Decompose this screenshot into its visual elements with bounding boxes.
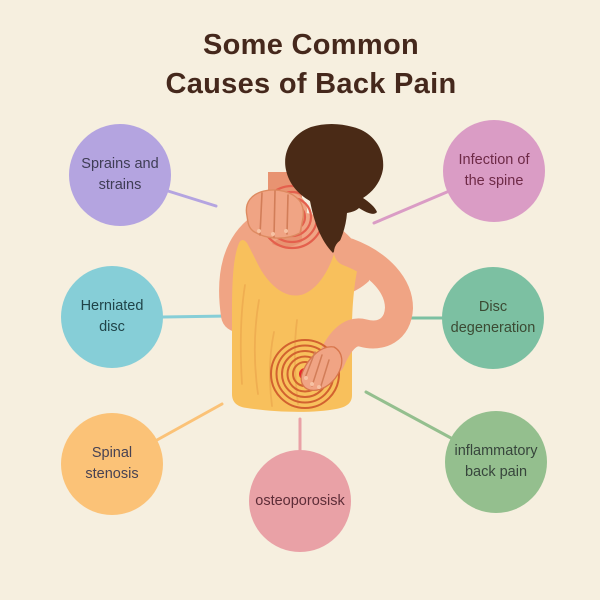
cause-label: Sprains and bbox=[81, 156, 159, 173]
title-line-2: Causes of Back Pain bbox=[165, 67, 457, 100]
cause-label: degeneration bbox=[450, 320, 536, 336]
cause-label: Infection of bbox=[458, 152, 530, 169]
cause-label: osteoporosisk bbox=[255, 492, 345, 509]
fingernails bbox=[304, 376, 321, 389]
title-line-1: Some Common bbox=[203, 29, 419, 61]
cause-label: disc bbox=[99, 319, 125, 335]
fabric-folds bbox=[239, 284, 299, 407]
cause-bubble-osteoporosis: osteoporosisk bbox=[249, 450, 351, 552]
cause-label: the spine bbox=[464, 173, 524, 189]
cause-bubble-infection: Infection of the spine bbox=[443, 120, 545, 222]
cause-label: strains bbox=[98, 177, 142, 193]
connector-infection bbox=[372, 190, 449, 225]
connector-stenosis bbox=[155, 402, 224, 442]
cause-bubble-spinal-stenosis: Spinal stenosis bbox=[61, 413, 163, 515]
cause-label: Disc bbox=[478, 299, 508, 316]
cause-label: stenosis bbox=[85, 466, 139, 482]
cause-bubble-disc-degeneration: Disc degeneration bbox=[442, 267, 544, 369]
fingernails bbox=[257, 229, 288, 236]
cause-label: inflammatory bbox=[454, 443, 538, 460]
hair bbox=[285, 124, 384, 253]
connector-herniated bbox=[161, 314, 231, 319]
cause-label: Spinal bbox=[91, 445, 133, 462]
cause-label: Herniated bbox=[80, 298, 144, 315]
cause-bubble-inflammatory: inflammatory back pain bbox=[445, 411, 547, 513]
cause-label: back pain bbox=[464, 464, 528, 480]
cause-bubble-herniated-disc: Herniated disc bbox=[61, 266, 163, 368]
right-arm bbox=[317, 238, 414, 375]
cause-bubble-sprains: Sprains and strains bbox=[69, 124, 171, 226]
connector-inflammatory bbox=[364, 390, 453, 440]
hand-on-lower-back bbox=[300, 346, 343, 391]
hand-on-neck bbox=[245, 189, 305, 239]
connector-lines bbox=[155, 189, 453, 452]
connector-sprains bbox=[166, 189, 218, 208]
page-title: Some Common Causes of Back Pain bbox=[166, 26, 457, 103]
woman-figure bbox=[219, 124, 414, 412]
